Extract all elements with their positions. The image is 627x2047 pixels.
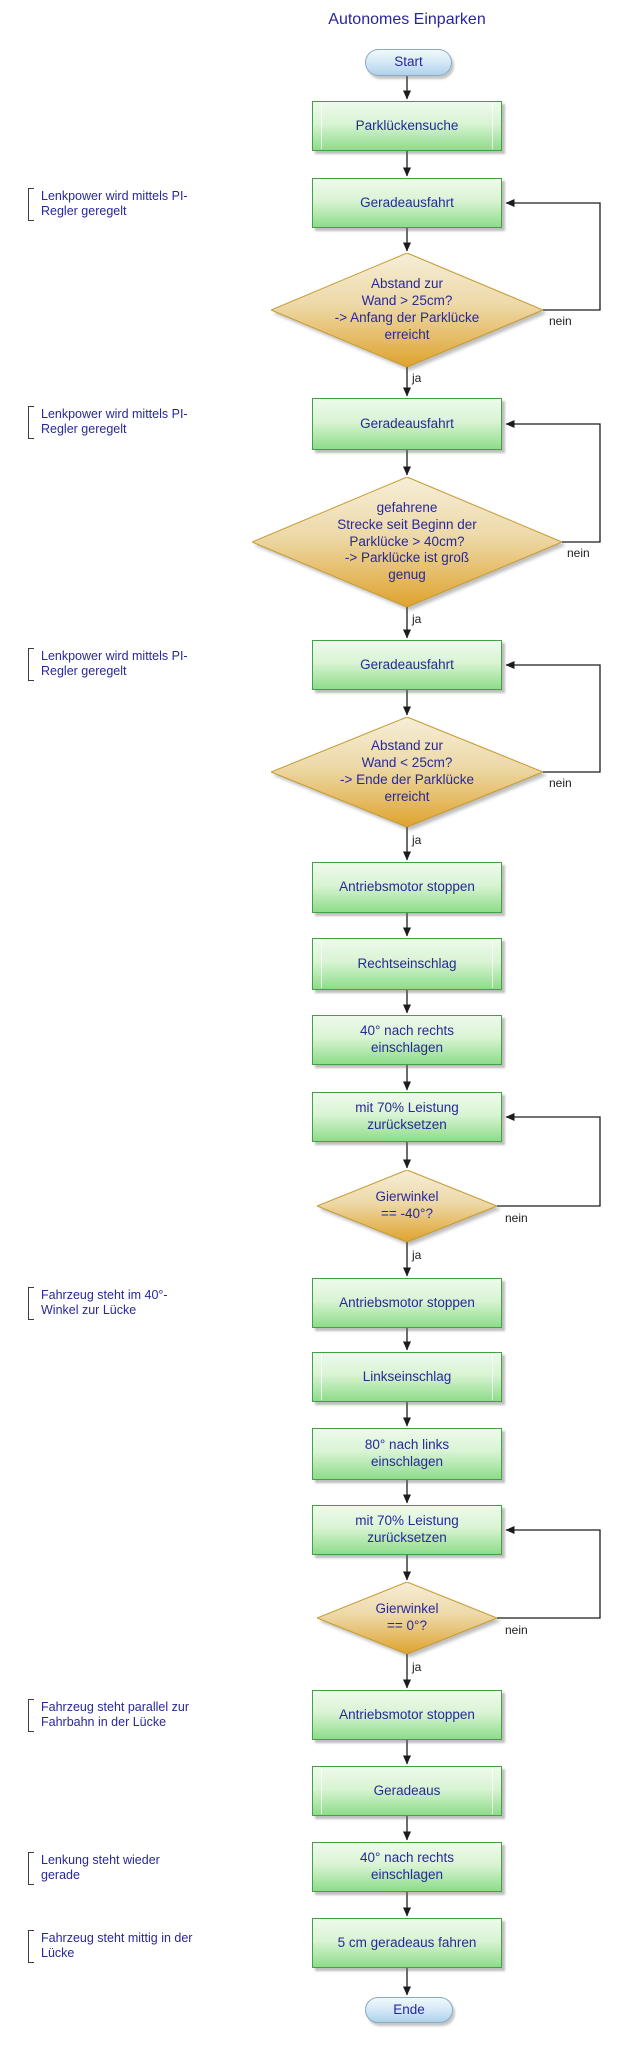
node-zuruecksetzen-70-2: mit 70% Leistung zurücksetzen — [312, 1505, 502, 1555]
loop-arrow-nein — [497, 1113, 601, 1207]
diamond-shape — [271, 253, 543, 367]
annotation-parallel: Fahrzeug steht parallel zur Fahrbahn in … — [28, 1699, 189, 1732]
node-label: mit 70% Leistung zurücksetzen — [355, 1100, 459, 1132]
decision-label: Abstand zur Wand > 25cm? -> Anfang der P… — [334, 276, 480, 342]
annotation-text: Fahrzeug steht mittig in der Lücke — [41, 1931, 193, 1961]
node-antriebsmotor-stoppen-3: Antriebsmotor stoppen — [312, 1690, 502, 1740]
diamond-shape — [317, 1582, 497, 1654]
node-label: 40° nach rechts einschlagen — [360, 1023, 454, 1055]
annotation-lenkpower-2: Lenkpower wird mittels PI- Regler gerege… — [28, 406, 188, 439]
node-geradeaus: Geradeaus — [312, 1766, 502, 1816]
edge-label-ja: ja — [412, 833, 422, 847]
decision-label: Gierwinkel == 0°? — [375, 1601, 439, 1633]
node-label: Antriebsmotor stoppen — [339, 1294, 475, 1310]
node-label: Geradeausfahrt — [360, 415, 454, 431]
node-linkseinschlag: Linkseinschlag — [312, 1352, 502, 1402]
node-label: Geradeaus — [373, 1782, 441, 1798]
loop-arrow-nein — [497, 1526, 601, 1619]
edge-label-nein: nein — [505, 1623, 528, 1637]
node-geradeausfahrt-1: Geradeausfahrt — [312, 178, 502, 228]
node-80-links-einschlagen: 80° nach links einschlagen — [312, 1428, 502, 1480]
node-label: Parklückensuche — [355, 117, 459, 133]
annotation-lenkpower-1: Lenkpower wird mittels PI- Regler gerege… — [28, 188, 188, 221]
node-label: Geradeausfahrt — [360, 656, 454, 672]
edge-label-nein: nein — [549, 776, 572, 790]
annotation-bracket — [28, 1930, 34, 1963]
node-antriebsmotor-stoppen-2: Antriebsmotor stoppen — [312, 1278, 502, 1328]
decision-label: gefahrene Strecke seit Beginn der Parklü… — [337, 499, 477, 583]
node-label: mit 70% Leistung zurücksetzen — [355, 1513, 459, 1545]
annotation-lenkpower-3: Lenkpower wird mittels PI- Regler gerege… — [28, 648, 188, 681]
annotation-bracket — [28, 1287, 34, 1320]
node-label: 40° nach rechts einschlagen — [360, 1850, 454, 1882]
decision-ende-parkluecke: Abstand zur Wand < 25cm? -> Ende der Par… — [271, 717, 543, 827]
node-geradeausfahrt-3: Geradeausfahrt — [312, 640, 502, 690]
subprocess-bar — [492, 103, 493, 149]
node-label: Linkseinschlag — [362, 1368, 452, 1384]
node-antriebsmotor-stoppen-1: Antriebsmotor stoppen — [312, 862, 502, 913]
node-label: 5 cm geradeaus fahren — [337, 1934, 477, 1950]
annotation-bracket — [28, 406, 34, 439]
decision-anfang-parkluecke: Abstand zur Wand > 25cm? -> Anfang der P… — [271, 253, 543, 367]
subprocess-bar — [492, 1354, 493, 1400]
node-ende: Ende — [365, 1997, 453, 2023]
decision-label: Gierwinkel == -40°? — [375, 1189, 439, 1221]
node-label: Antriebsmotor stoppen — [339, 1706, 475, 1722]
node-5cm-geradeaus-fahren: 5 cm geradeaus fahren — [312, 1918, 502, 1968]
annotation-mittig: Fahrzeug steht mittig in der Lücke — [28, 1930, 192, 1963]
node-40-rechts-einschlagen-1: 40° nach rechts einschlagen — [312, 1015, 502, 1065]
annotation-bracket — [28, 648, 34, 681]
subprocess-bar — [321, 940, 322, 988]
node-geradeausfahrt-2: Geradeausfahrt — [312, 398, 502, 450]
subprocess-bar — [492, 940, 493, 988]
node-label: Rechtseinschlag — [357, 955, 457, 971]
decision-gierwinkel-0: Gierwinkel == 0°? — [317, 1582, 497, 1654]
annotation-text: Fahrzeug steht parallel zur Fahrbahn in … — [41, 1700, 189, 1730]
subprocess-bar — [321, 1768, 322, 1814]
node-label: Antriebsmotor stoppen — [339, 879, 475, 895]
loop-arrow-nein — [505, 420, 601, 543]
annotation-lenkung-gerade: Lenkung steht wieder gerade — [28, 1852, 160, 1885]
annotation-bracket — [28, 188, 34, 221]
subprocess-bar — [321, 1354, 322, 1400]
node-start-label: Start — [394, 54, 423, 70]
decision-parkluecke-gross: gefahrene Strecke seit Beginn der Parklü… — [252, 477, 562, 607]
annotation-bracket — [28, 1699, 34, 1732]
subprocess-bar — [492, 1768, 493, 1814]
node-ende-label: Ende — [393, 2001, 425, 2017]
annotation-text: Fahrzeug steht im 40°- Winkel zur Lücke — [41, 1288, 168, 1318]
decision-gierwinkel-minus40: Gierwinkel == -40°? — [317, 1170, 497, 1242]
annotation-text: Lenkung steht wieder gerade — [41, 1853, 160, 1883]
annotation-winkel-40: Fahrzeug steht im 40°- Winkel zur Lücke — [28, 1287, 168, 1320]
edge-label-nein: nein — [549, 314, 572, 328]
node-zuruecksetzen-70-1: mit 70% Leistung zurücksetzen — [312, 1092, 502, 1142]
node-40-rechts-einschlagen-2: 40° nach rechts einschlagen — [312, 1842, 502, 1892]
subprocess-bar — [321, 103, 322, 149]
edge-label-ja: ja — [412, 1248, 422, 1262]
edge-label-nein: nein — [567, 546, 590, 560]
node-start: Start — [365, 49, 452, 76]
diagram-title: Autonomes Einparken — [328, 11, 486, 28]
annotation-text: Lenkpower wird mittels PI- Regler gerege… — [41, 649, 188, 679]
node-rechtseinschlag: Rechtseinschlag — [312, 938, 502, 990]
diamond-shape — [317, 1170, 497, 1242]
loop-arrow-nein — [505, 199, 601, 311]
edge-label-ja: ja — [412, 1660, 422, 1674]
edge-label-ja: ja — [412, 371, 422, 385]
annotation-text: Lenkpower wird mittels PI- Regler gerege… — [41, 189, 188, 219]
decision-label: Abstand zur Wand < 25cm? -> Ende der Par… — [340, 738, 474, 804]
annotation-bracket — [28, 1852, 34, 1885]
loop-arrow-nein — [505, 661, 601, 773]
node-label: 80° nach links einschlagen — [364, 1437, 450, 1469]
annotation-text: Lenkpower wird mittels PI- Regler gerege… — [41, 407, 188, 437]
node-label: Geradeausfahrt — [360, 194, 454, 210]
edge-label-nein: nein — [505, 1211, 528, 1225]
node-parklueckensuche: Parklückensuche — [312, 101, 502, 151]
diamond-shape — [271, 717, 543, 827]
diamond-shape — [252, 477, 562, 607]
edge-label-ja: ja — [412, 612, 422, 626]
